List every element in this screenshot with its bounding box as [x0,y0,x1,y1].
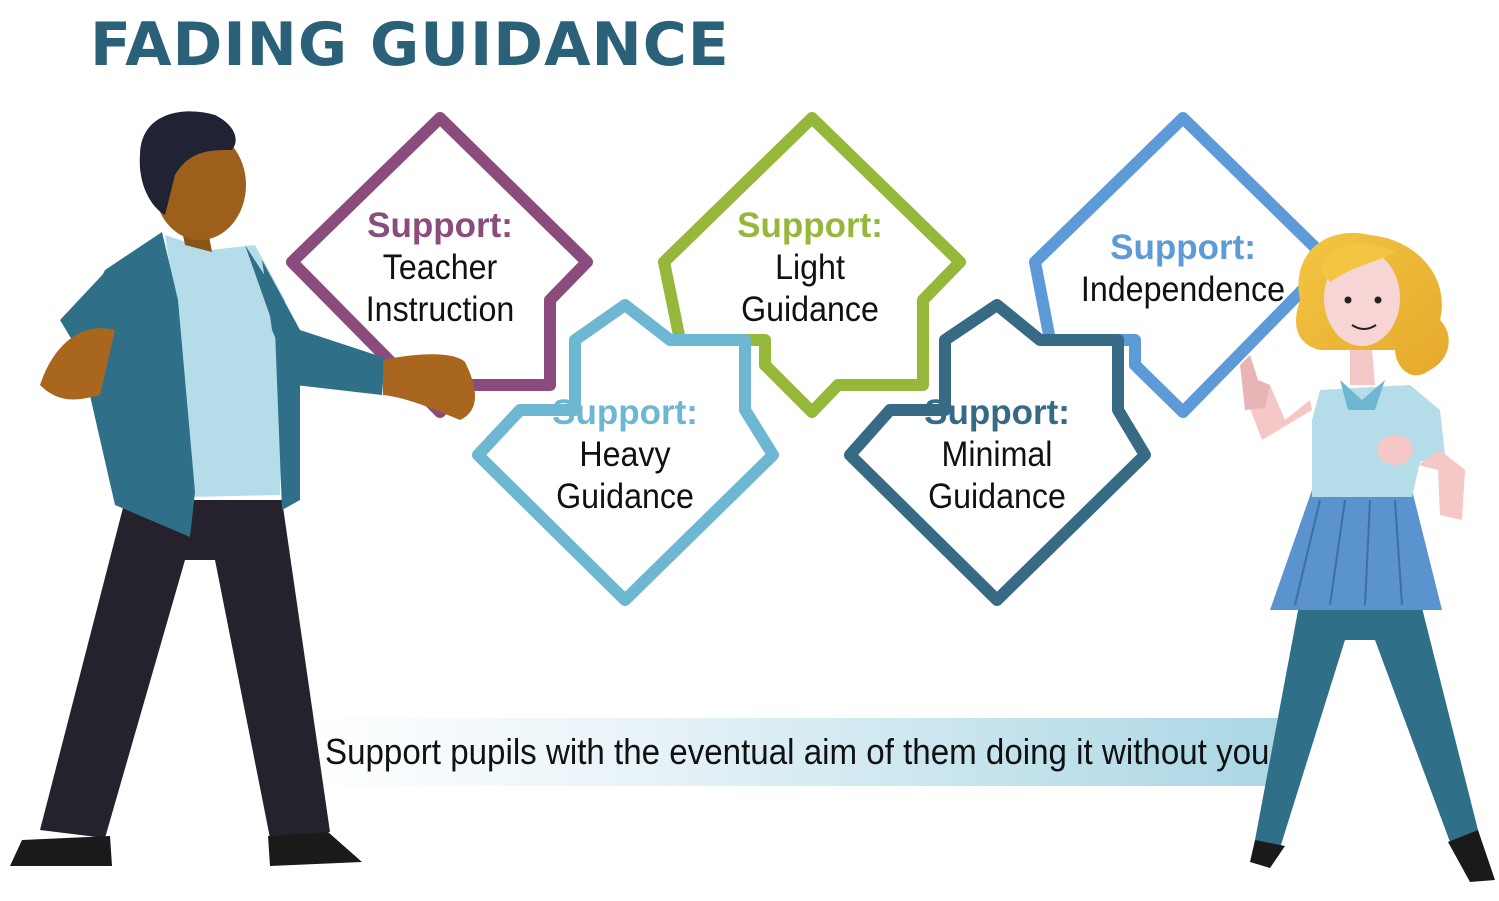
stage-line: Light [775,248,845,287]
banner-text: Support pupils with the eventual aim of … [325,731,1270,772]
stage-shape-teacher-instruction [286,112,593,418]
stage-shape-minimal-guidance [844,299,1151,606]
stage-shape-light-guidance [658,112,966,418]
stage-line: Heavy [579,435,671,474]
stage-line: Minimal [941,435,1053,474]
stage-line: Teacher [382,248,498,287]
stage-heading: Support: [367,206,513,245]
stage-shape-heavy-guidance [472,299,779,606]
stage-line: Independence [1080,270,1286,309]
stage-label-minimal-guidance: Support: Minimal Guidance [877,392,1117,518]
stage-line: Guidance [928,477,1066,516]
stage-line: Guidance [741,290,879,329]
stage-heading: Support: [924,393,1070,432]
stage-line: Guidance [556,477,694,516]
stage-heading: Support: [1110,228,1256,267]
page-title: FADING GUIDANCE [90,10,730,80]
stage-label-heavy-guidance: Support: Heavy Guidance [505,392,745,518]
stage-line: Instruction [365,290,515,329]
teacher-illustration [10,111,476,866]
stage-label-independence: Support: Independence [1063,227,1303,311]
banner-arrow [305,718,1292,786]
stage-label-teacher-instruction: Support: Teacher Instruction [320,205,560,331]
stage-heading: Support: [737,206,883,245]
stage-heading: Support: [552,393,698,432]
pupil-thumbs-up-illustration [1240,232,1495,882]
stage-label-light-guidance: Support: Light Guidance [690,205,930,331]
